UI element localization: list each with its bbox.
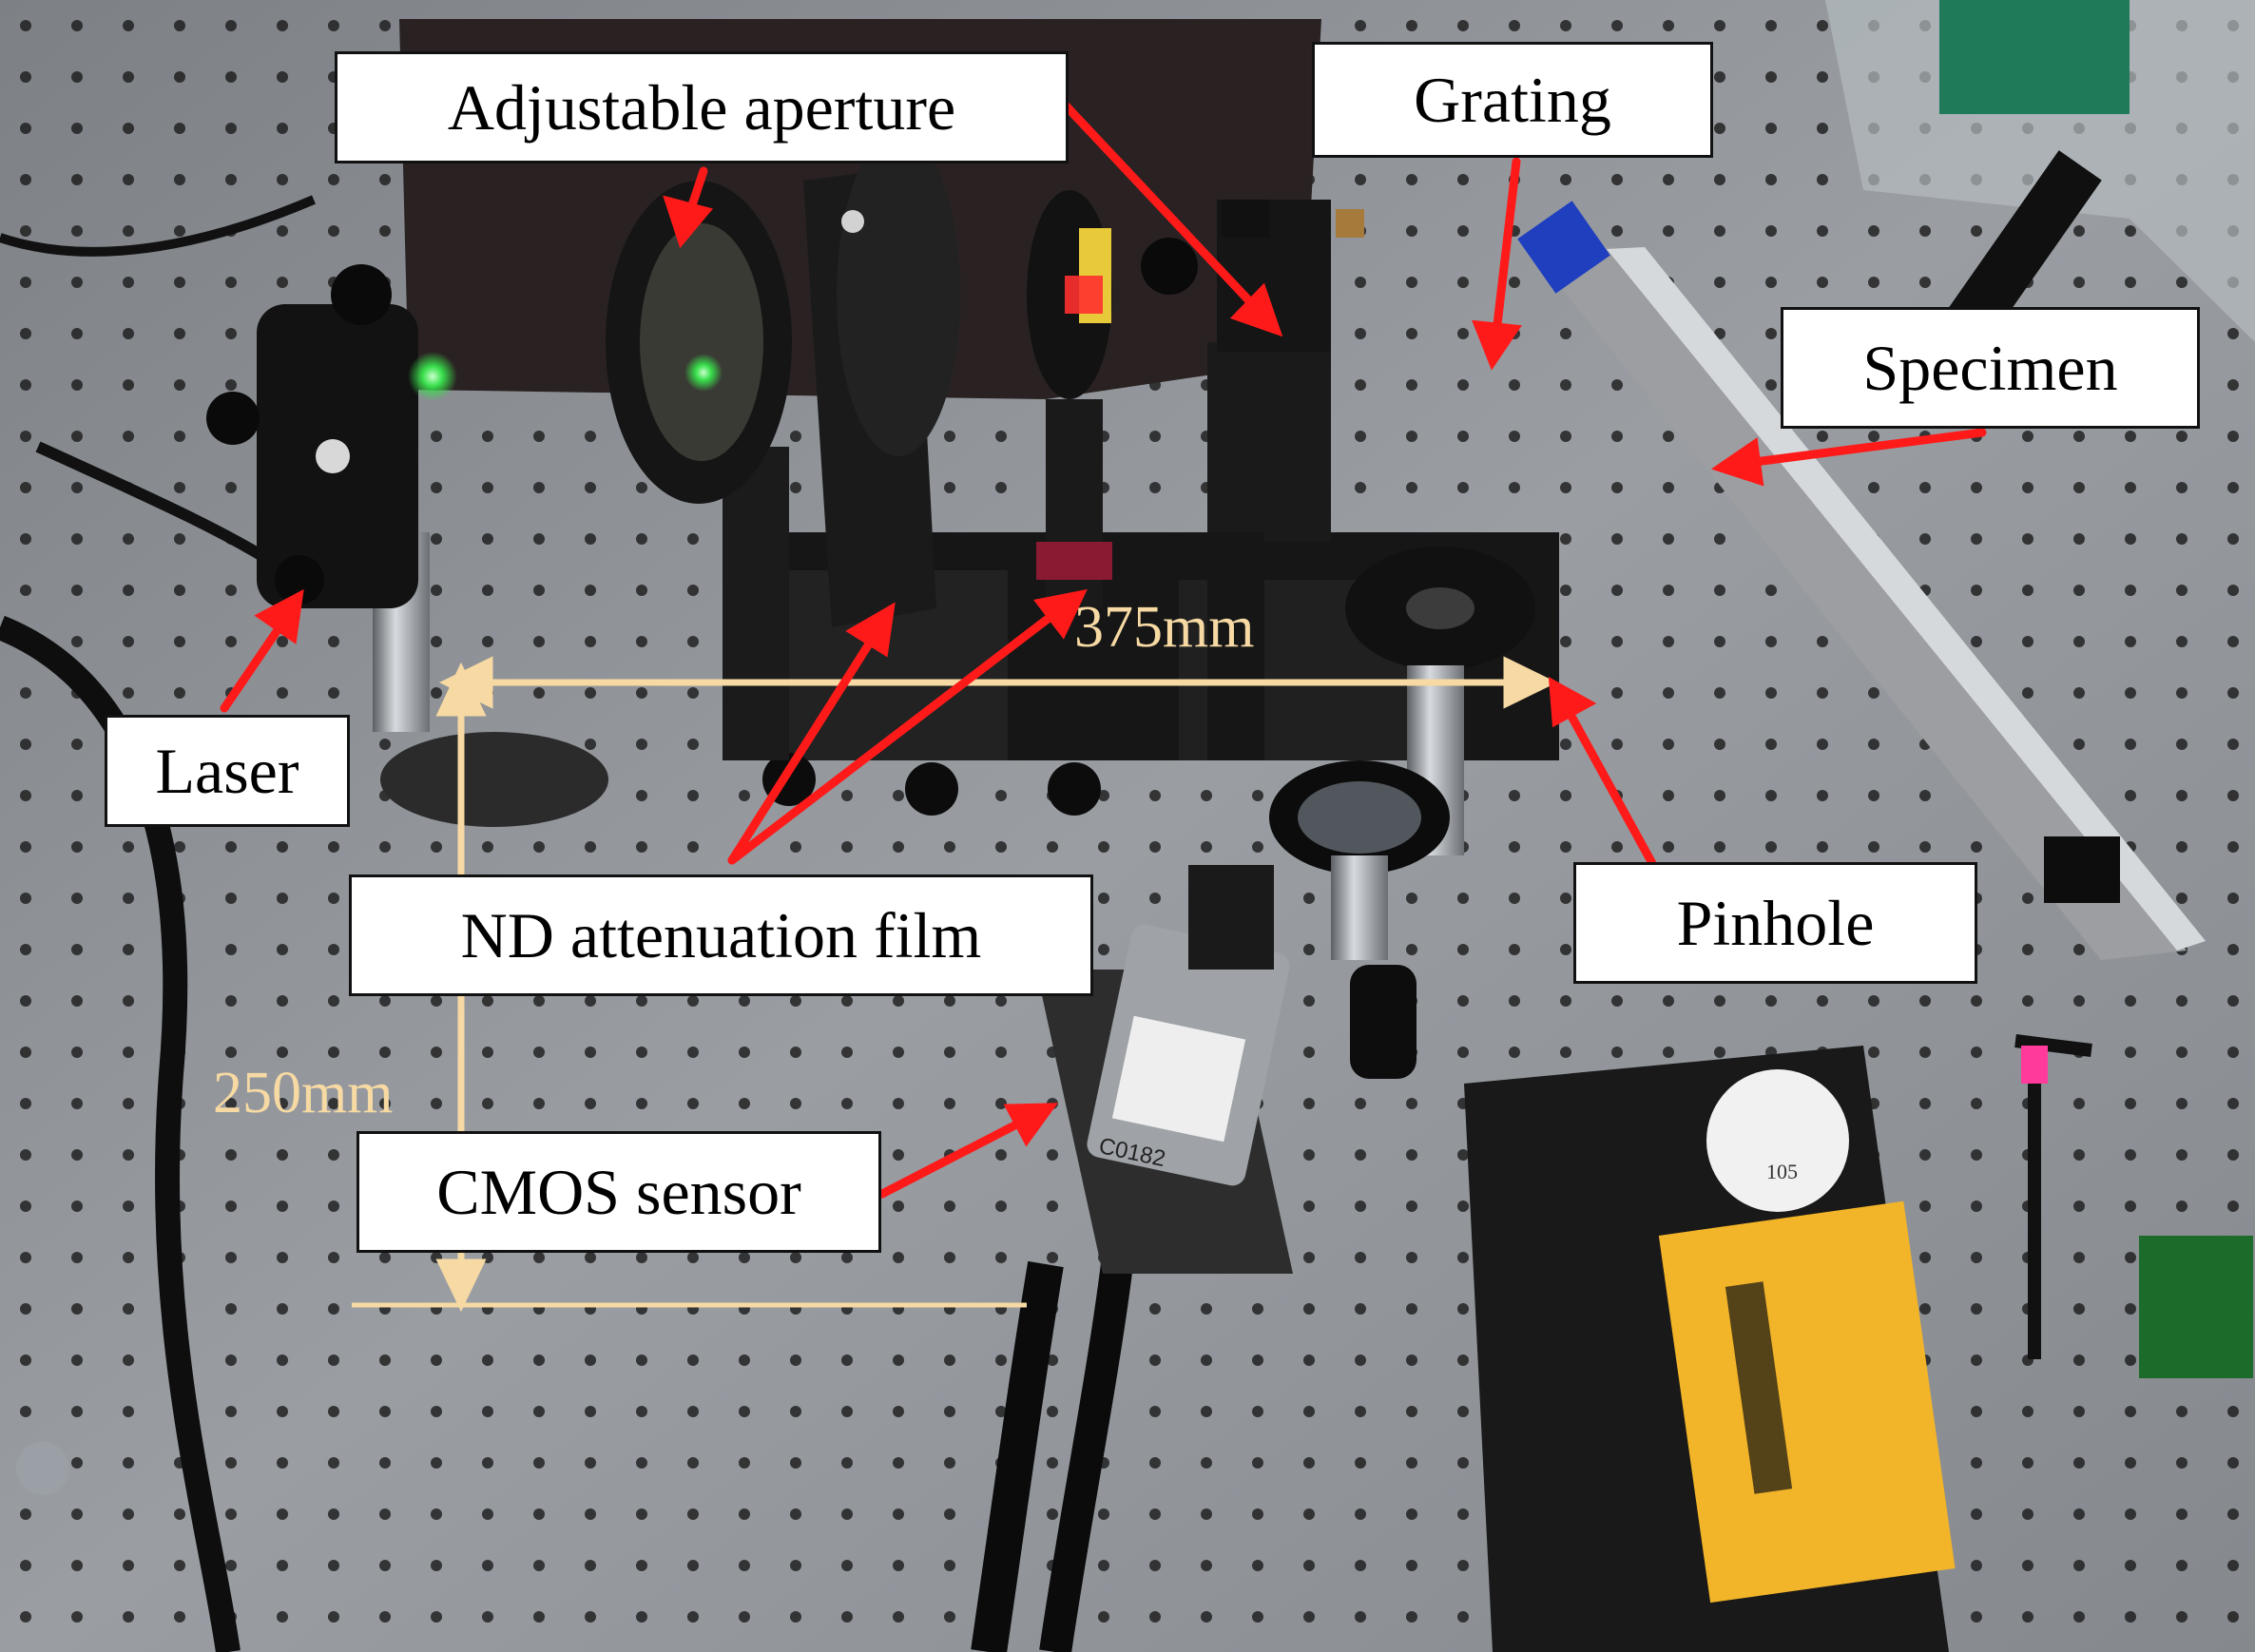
small-tube [1350,965,1417,1079]
imaging-lens-post [1331,855,1388,960]
dimension-arrowhead-right [1503,656,1557,709]
hex-key-pink-band [2021,1046,2048,1084]
specimen-bottom-clip [2044,836,2120,903]
imaging-lens-glass [1298,781,1421,854]
acrylic-box [1825,0,2255,342]
property-sticker-text: 105 [1766,1160,1798,1183]
arrow-pinhole-head [1548,676,1597,728]
arrow-specimen-head [1710,437,1764,487]
label-pinhole: Pinhole [1573,862,1977,984]
laser-knob-top [331,264,392,325]
camera-label-sticker [1111,1015,1246,1143]
camera-lens-barrel [1188,865,1274,970]
rail-knob-2 [905,762,958,816]
arrow-cmos-shaft [877,1117,1027,1199]
dimension-horizontal-text: 375mm [1074,595,1255,660]
arrow-nd-1-head [845,602,896,658]
laser-green-beam-spot [408,352,457,401]
nd-filter-wheel [837,133,960,456]
label-adjustable-aperture: Adjustable aperture [335,51,1069,163]
arrow-laser-shaft [220,617,288,713]
hex-key [2014,1034,2092,1359]
laser-output [275,555,324,605]
laser-knob-side [206,392,260,445]
laser-post-holder-base [380,732,608,827]
grating-mount-body [1207,342,1331,542]
power-supply-label-yellow [1658,1201,1956,1604]
grating-top-block [1222,200,1269,238]
green-connector [2139,1236,2253,1378]
table-screw [16,1442,69,1495]
specimen-ruler [1607,247,2206,951]
dimension-arrowhead-top [435,662,487,717]
arrow-grating-head [1472,319,1522,371]
nd-screw [841,210,864,233]
nd-film-red-collar [1036,542,1112,580]
arrow-aperture-2-head [1229,282,1283,337]
cable-camera-2 [1039,1261,1133,1652]
laser-screw [316,439,350,473]
arrow-aperture-1-head [663,195,713,249]
property-sticker [1706,1069,1849,1212]
arrow-aperture-2-shaft [1060,100,1262,314]
pinhole-inner [1406,587,1474,629]
aperture-post [723,447,789,760]
cable-top-left [0,195,316,257]
grating-brass-tab [1336,209,1364,238]
arrow-specimen-shaft [1743,428,1987,468]
arrow-laser-head [254,588,304,644]
label-cmos-sensor: CMOS sensor [357,1131,881,1253]
specimen-blue-clip [1517,201,1610,294]
grating-stem [1207,532,1264,760]
label-grating: Grating [1312,42,1713,158]
aperture-inner [640,223,763,461]
arrow-cmos-head [1003,1103,1058,1147]
label-specimen: Specimen [1781,307,2200,429]
rail-knob-3 [1048,762,1101,816]
arrow-nd-2-head [1033,588,1088,640]
arrow-grating-shaft [1492,157,1521,337]
barcode [1725,1281,1793,1494]
green-pcb [1939,0,2130,114]
label-laser: Laser [105,715,350,827]
arrow-nd-1-shaft [727,630,879,865]
arrow-pinhole-shaft [1564,706,1659,872]
arrow-nd-2-shaft [727,608,1060,865]
specimen-bar [1521,238,2187,960]
label-nd-attenuation-film: ND attenuation film [349,874,1093,996]
grating-knob [1141,238,1198,295]
annotation-arrows [220,100,1987,1199]
aperture-green-spot [684,354,723,392]
cable-camera-1 [971,1260,1064,1652]
dimension-arrowhead-bottom [435,1258,487,1313]
dimension-vertical-text: 250mm [213,1061,394,1125]
nd-film-red [1065,276,1103,314]
